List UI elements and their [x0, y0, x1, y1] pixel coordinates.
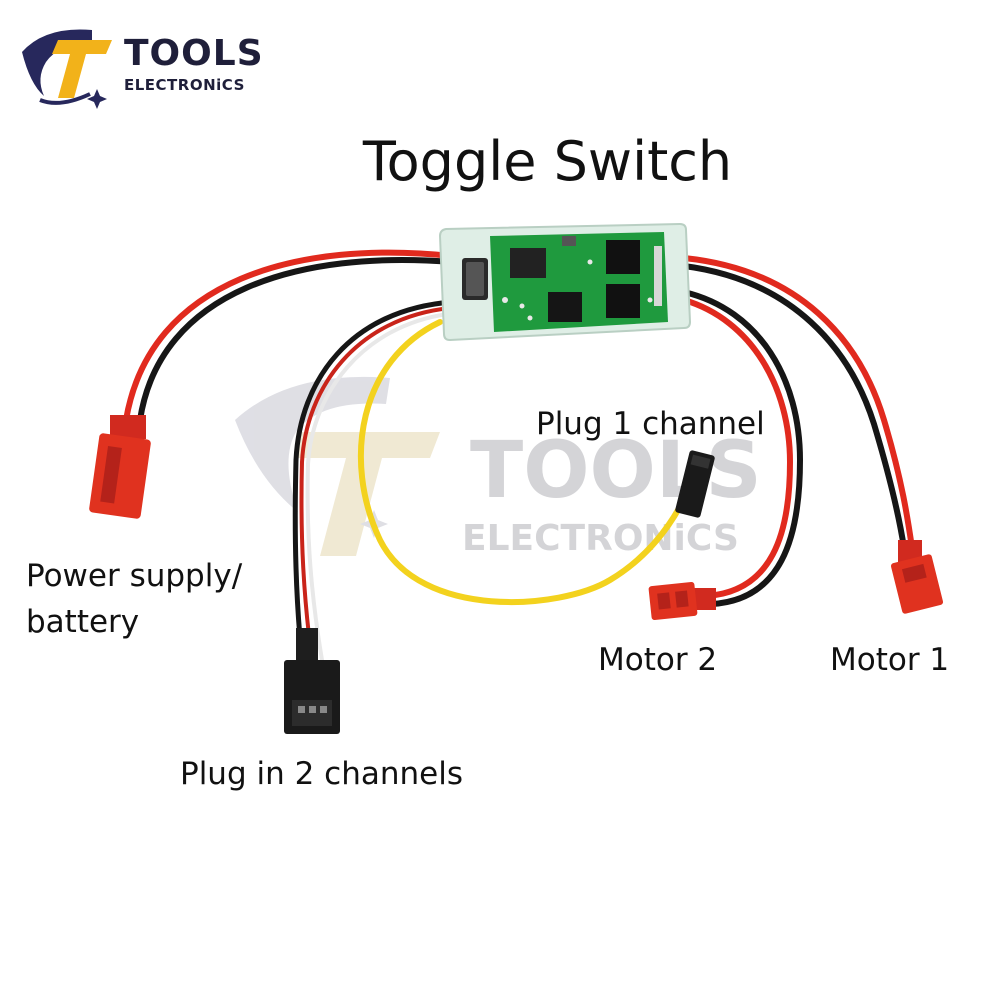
motor1-wire-black [681, 263, 907, 551]
channel2-wire-red [299, 306, 452, 662]
brand-subtitle: ELECTRONiCS [124, 76, 245, 94]
label-power-supply-line1: Power supply/ [26, 558, 243, 594]
motor1-connector-icon [890, 540, 944, 614]
motor1-wire-red [681, 255, 915, 551]
label-plug-1-channel: Plug 1 channel [536, 406, 765, 442]
power-wire-red [123, 249, 455, 423]
channel1-connector-icon [675, 450, 715, 518]
label-motor-2: Motor 2 [598, 642, 718, 678]
watermark-line1: TOOLS [470, 426, 762, 516]
label-motor-1: Motor 1 [830, 642, 950, 678]
channel2-wire-black [292, 299, 455, 663]
yellow-wire [357, 319, 697, 605]
channel2-wire-white [305, 312, 450, 662]
tools-t-logo-icon [22, 29, 112, 109]
motor2-wire-red [681, 297, 794, 599]
servo-connector-icon [284, 628, 340, 734]
page-title: Toggle Switch [362, 130, 733, 193]
label-plug-in-2-channels: Plug in 2 channels [180, 756, 463, 792]
motor2-wire-black [681, 289, 804, 607]
power-wire-black [137, 257, 455, 423]
power-connector-icon [89, 415, 151, 519]
label-power-supply-line2: battery [26, 604, 140, 640]
watermark: TOOLS ELECTRONiCS [235, 376, 762, 559]
brand-name: TOOLS [124, 33, 264, 74]
watermark-line2: ELECTRONiCS [462, 518, 739, 559]
motor2-connector-icon [648, 581, 716, 621]
wires [123, 249, 915, 663]
pcb-module-icon [438, 222, 692, 342]
